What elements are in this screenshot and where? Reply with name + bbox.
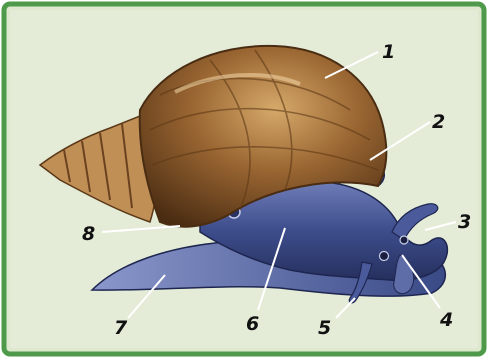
eye-icon <box>380 252 389 261</box>
label-3: 3 <box>458 211 471 233</box>
label-7: 7 <box>114 317 128 339</box>
eye-icon <box>400 236 408 244</box>
label-1: 1 <box>382 41 395 63</box>
label-4: 4 <box>439 309 453 331</box>
label-6: 6 <box>246 313 259 335</box>
label-2: 2 <box>432 111 445 133</box>
label-5: 5 <box>318 317 331 339</box>
label-8: 8 <box>82 223 95 245</box>
